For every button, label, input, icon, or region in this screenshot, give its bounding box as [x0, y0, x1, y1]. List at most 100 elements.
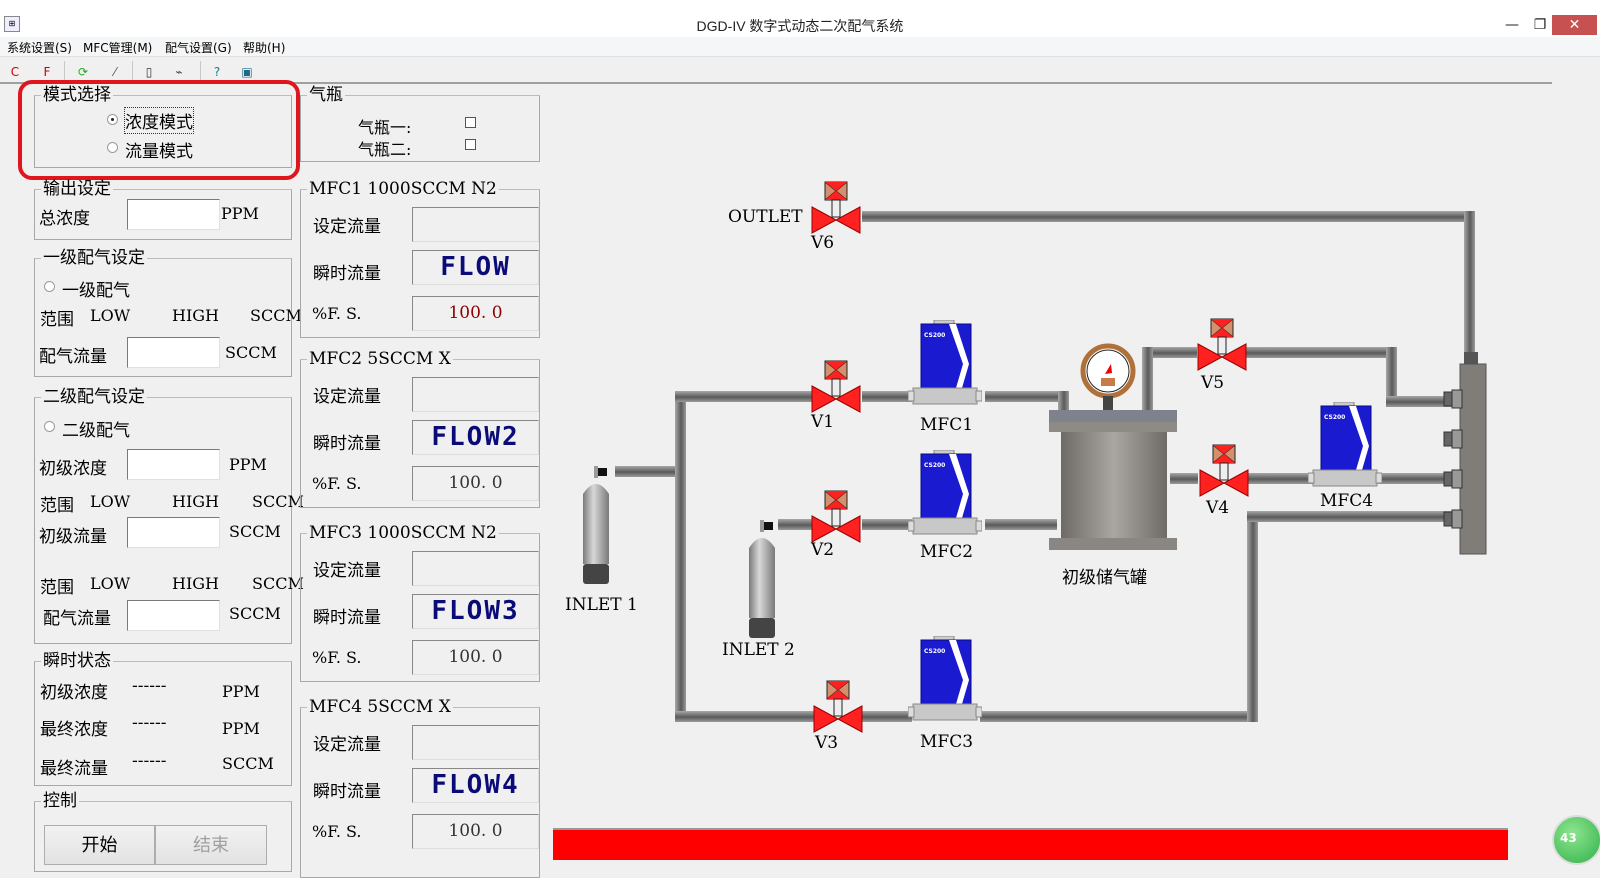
level1-low: LOW — [90, 306, 131, 325]
mfc4-label: MFC4 — [1320, 491, 1374, 511]
inlet2-cylinder-icon[interactable] — [744, 518, 784, 644]
cylinder-1-checkbox[interactable] — [465, 117, 476, 128]
primary-tank-icon[interactable] — [1045, 342, 1185, 557]
mfc4-set-flow-field[interactable] — [412, 725, 539, 760]
mfc4-set-flow-label: 设定流量 — [313, 735, 381, 755]
outlet-label: OUTLET — [728, 207, 803, 227]
level2-radio-label[interactable]: 二级配气 — [62, 421, 130, 441]
level1-legend: 一级配气设定 — [43, 248, 145, 268]
pipe — [1386, 396, 1452, 407]
mfc2-label: MFC2 — [920, 542, 974, 562]
cylinder-2-checkbox[interactable] — [465, 139, 476, 150]
mfc1-label: MFC1 — [920, 415, 974, 435]
mfc3-label: MFC3 — [920, 732, 974, 752]
flow-mode-radio[interactable] — [107, 142, 118, 153]
menu-bar: 系统设置(S) MFC管理(M) 配气设置(G) 帮助(H) — [0, 37, 1600, 57]
mfc2-instant-flow-display: FLOW2 — [412, 420, 539, 455]
terminal-icon[interactable]: ▣ — [241, 65, 253, 79]
level1-high: HIGH — [172, 306, 220, 325]
help-icon[interactable]: ? — [213, 65, 221, 79]
mfc2-device-icon[interactable]: CS200 — [908, 450, 982, 536]
mfc3-device-icon[interactable]: CS200 — [908, 636, 982, 722]
mode-select-legend: 模式选择 — [43, 85, 111, 105]
start-button[interactable]: 开始 — [44, 825, 155, 865]
valve-v3-icon[interactable] — [812, 680, 864, 736]
level1-flow-input[interactable] — [127, 337, 220, 368]
mfc4-instant-flow-display: FLOW4 — [412, 768, 539, 803]
level2-range2-unit: SCCM — [252, 574, 304, 593]
mfc1-instant-flow-label: 瞬时流量 — [313, 264, 381, 284]
valve-v6-icon[interactable] — [810, 181, 862, 237]
mfc3-legend: MFC3 1000SCCM N2 — [309, 523, 497, 543]
total-concentration-label: 总浓度 — [39, 209, 90, 229]
maximize-button[interactable]: ❐ — [1533, 17, 1547, 33]
mfc1-set-flow-label: 设定流量 — [313, 217, 381, 237]
close-button[interactable]: ✕ — [1552, 15, 1597, 35]
minimize-button[interactable]: — — [1505, 17, 1519, 33]
mfc1-device-icon[interactable]: CS200 — [908, 320, 982, 406]
status-group: 瞬时状态 — [34, 652, 292, 786]
status-primary-conc-value: ------ — [132, 676, 167, 696]
concentration-mode-radio[interactable] — [107, 114, 118, 125]
pipe — [1378, 473, 1452, 484]
menu-gas-settings[interactable]: 配气设置(G) — [165, 41, 232, 55]
level2-flow-input[interactable] — [127, 600, 220, 631]
svg-text:CS200: CS200 — [924, 332, 945, 339]
level1-group: 一级配气设定 — [34, 249, 292, 377]
pipe — [1170, 473, 1198, 484]
level2-primary-flow-input[interactable] — [127, 517, 220, 548]
menu-mfc-management[interactable]: MFC管理(M) — [83, 41, 153, 55]
total-concentration-input[interactable] — [127, 199, 220, 230]
flow-mode-label[interactable]: 流量模式 — [125, 142, 193, 162]
level2-radio[interactable] — [44, 421, 55, 432]
status-final-conc-unit: PPM — [222, 719, 260, 738]
refresh-icon[interactable]: ⟳ — [77, 65, 89, 79]
mfc2-panel: MFC2 5SCCM X — [300, 350, 540, 508]
highlight-annotation — [18, 80, 300, 180]
stop-button[interactable]: 结束 — [155, 825, 267, 865]
app-icon: ⊞ — [4, 16, 20, 32]
valve-v4-icon[interactable] — [1198, 444, 1250, 500]
pipe — [1247, 511, 1258, 722]
status-final-flow-unit: SCCM — [222, 754, 274, 773]
menu-system-settings[interactable]: 系统设置(S) — [7, 41, 72, 55]
pipe — [675, 391, 686, 722]
mfc1-fs-value: 100. 0 — [412, 296, 539, 331]
valve-v1-icon[interactable] — [810, 360, 862, 416]
valve-v5-icon[interactable] — [1196, 318, 1248, 374]
mfc2-set-flow-field[interactable] — [412, 377, 539, 412]
new-c-icon[interactable]: C — [10, 65, 20, 79]
level2-conc-input[interactable] — [127, 449, 220, 480]
new-f-icon[interactable]: F — [43, 65, 51, 79]
notification-badge[interactable]: 43 — [1552, 815, 1600, 865]
menu-help[interactable]: 帮助(H) — [243, 41, 286, 55]
level2-legend: 二级配气设定 — [43, 387, 145, 407]
valve-v2-label: V2 — [811, 540, 835, 560]
probe-icon[interactable]: ⁄ — [113, 65, 116, 79]
level2-range2-label: 范围 — [40, 578, 74, 598]
pipe — [1246, 473, 1316, 484]
valve-v2-icon[interactable] — [810, 490, 862, 546]
status-bar — [553, 828, 1508, 860]
level2-low2: LOW — [90, 574, 131, 593]
level1-radio[interactable] — [44, 281, 55, 292]
mfc1-instant-flow-display: FLOW — [412, 250, 539, 285]
pipe — [1142, 347, 1153, 417]
pipe — [675, 391, 815, 402]
inlet1-label: INLET 1 — [565, 595, 638, 615]
pipe — [1058, 391, 1069, 417]
mfc3-set-flow-field[interactable] — [412, 551, 539, 586]
svg-text:CS200: CS200 — [924, 462, 945, 469]
mfc1-set-flow-field[interactable] — [412, 207, 539, 242]
inlet2-label: INLET 2 — [722, 640, 795, 660]
level2-range-unit: SCCM — [252, 492, 304, 511]
mfc4-device-icon[interactable]: CS200 — [1308, 402, 1382, 488]
level2-high: HIGH — [172, 492, 220, 511]
satellite-icon[interactable]: ⌁ — [175, 65, 183, 79]
pipe — [1247, 511, 1452, 522]
level1-radio-label[interactable]: 一级配气 — [62, 281, 130, 301]
cylinder-icon[interactable]: ▯ — [145, 65, 153, 79]
inlet1-cylinder-icon[interactable] — [578, 464, 618, 590]
valve-v5-label: V5 — [1201, 373, 1225, 393]
concentration-mode-label[interactable]: 浓度模式 — [124, 107, 194, 134]
